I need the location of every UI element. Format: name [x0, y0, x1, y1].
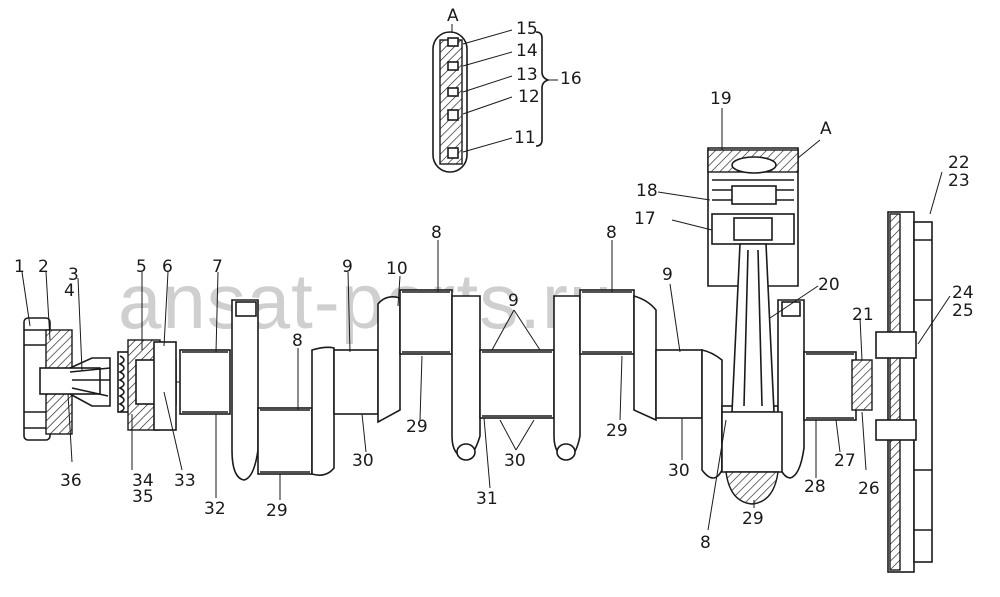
callout-1: 1	[14, 257, 25, 277]
callout-29: 29	[742, 509, 764, 529]
callout-9: 9	[508, 291, 519, 311]
callout-4: 4	[64, 281, 75, 301]
callout-9: 9	[662, 265, 673, 285]
piston-and-rod	[707, 147, 799, 505]
callout-16: 16	[560, 69, 582, 89]
callout-36: 36	[60, 471, 82, 491]
callout-3: 3	[68, 265, 79, 285]
ring-pack-detail	[432, 24, 558, 173]
callout-17: 17	[634, 209, 656, 229]
callout-13: 13	[516, 65, 538, 85]
callout-27: 27	[834, 451, 856, 471]
callout-14: 14	[516, 41, 538, 61]
callout-25: 25	[952, 301, 974, 321]
callout-8: 8	[292, 331, 303, 351]
callout-11: 11	[514, 128, 536, 148]
callout-9: 9	[342, 257, 353, 277]
callout-8: 8	[700, 533, 711, 553]
detail-label-a-top: A	[447, 6, 459, 26]
callout-7: 7	[212, 257, 223, 277]
callout-18: 18	[636, 181, 658, 201]
callout-2: 2	[38, 257, 49, 277]
flywheel	[875, 211, 933, 573]
callout-21: 21	[852, 305, 874, 325]
detail-label-a-piston: A	[820, 119, 832, 139]
callout-29: 29	[606, 421, 628, 441]
callout-35: 35	[132, 487, 154, 507]
crank-pulley	[23, 317, 111, 441]
callout-28: 28	[804, 477, 826, 497]
callout-8: 8	[606, 223, 617, 243]
leader-lines	[21, 108, 951, 531]
callout-32: 32	[204, 499, 226, 519]
callout-20: 20	[818, 275, 840, 295]
callout-33: 33	[174, 471, 196, 491]
callout-26: 26	[858, 479, 880, 499]
watermark: ansat-parts.ru	[118, 257, 613, 345]
callout-29: 29	[266, 501, 288, 521]
callout-24: 24	[952, 283, 974, 303]
callout-8: 8	[431, 223, 442, 243]
callout-10: 10	[386, 259, 408, 279]
callout-31: 31	[476, 489, 498, 509]
callout-30: 30	[668, 461, 690, 481]
callout-6: 6	[162, 257, 173, 277]
callout-29: 29	[406, 417, 428, 437]
callout-30: 30	[504, 451, 526, 471]
callout-34: 34	[132, 471, 154, 491]
callout-labels: A A 1 2 3 4 5 6 7 8 8 8 8 9 9 9 10 11 12…	[14, 6, 974, 553]
callout-23: 23	[948, 171, 970, 191]
callout-19: 19	[710, 89, 732, 109]
crankshaft	[179, 289, 873, 481]
callout-30: 30	[352, 451, 374, 471]
callout-22: 22	[948, 153, 970, 173]
callout-12: 12	[518, 87, 540, 107]
front-gear-group	[117, 339, 188, 431]
callout-5: 5	[136, 257, 147, 277]
callout-15: 15	[516, 19, 538, 39]
